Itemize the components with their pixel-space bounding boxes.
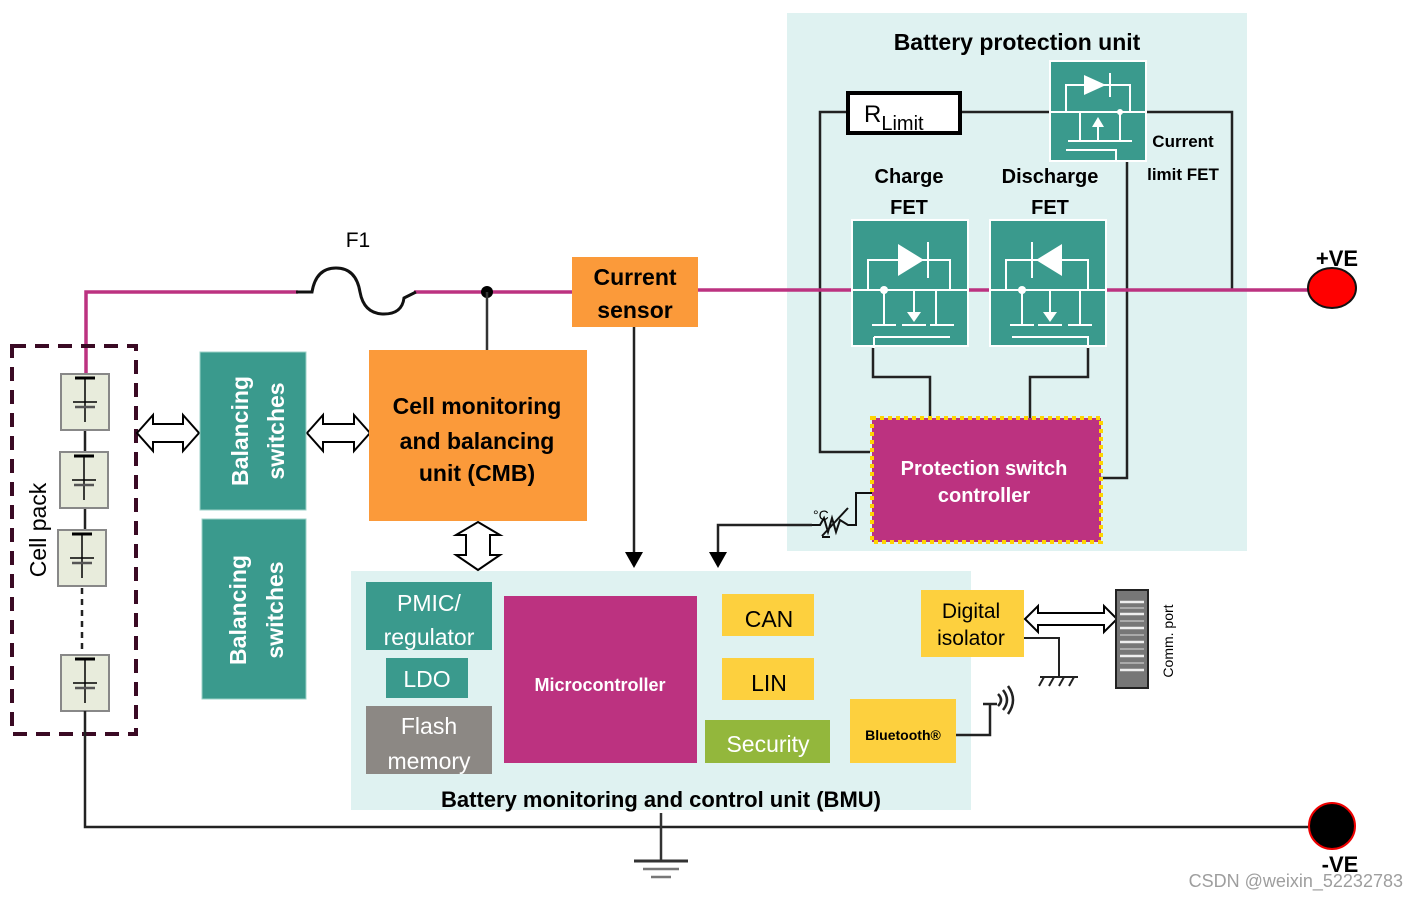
balancing-switches-1-label-2: switches (263, 382, 289, 479)
charge-fet-label-2: FET (890, 197, 928, 219)
lin-label: LIN (751, 670, 787, 696)
cell-string-wiring (80, 430, 87, 655)
cell-pack-boundary (10, 344, 138, 736)
pmic-regulator-block (366, 582, 492, 650)
cmb-label-2: and balancing (400, 428, 555, 454)
current-limit-fet-icon (1049, 60, 1147, 162)
comm-port-label: Comm. port (1160, 604, 1176, 677)
battery-cell (60, 373, 110, 431)
protection-controller-label-2: controller (938, 485, 1030, 507)
microcontroller-label: Microcontroller (534, 675, 665, 695)
pmic-label-2: regulator (384, 624, 475, 650)
positive-terminal[interactable] (1307, 267, 1357, 309)
comm-port-icon[interactable] (1115, 589, 1149, 689)
charge-fet-icon (851, 219, 969, 348)
cmb-label-3: unit (CMB) (419, 460, 535, 486)
r-limit-label: RLimit (864, 101, 924, 135)
balancing-switches-1-label-1: Balancing (227, 376, 253, 486)
cellpack-balancing-double-arrow (135, 412, 201, 454)
thermistor-icon (812, 492, 872, 538)
current-limit-fet-label-2: limit FET (1147, 165, 1219, 184)
protection-wiring (818, 110, 1234, 480)
cmb-bmu-double-arrow (452, 520, 504, 572)
ldo-block (386, 658, 468, 698)
discharge-fet-label-1: Discharge (1002, 166, 1099, 188)
antenna-icon (956, 685, 1015, 737)
bluetooth-label: Bluetooth® (865, 727, 941, 743)
balancing-switches-2-label-2: switches (262, 561, 288, 658)
balancing-cmb-double-arrow (305, 412, 372, 454)
protection-unit-title: Battery protection unit (894, 29, 1141, 55)
negative-terminal[interactable] (1308, 802, 1356, 850)
current-sensor-label-2: sensor (597, 297, 672, 323)
protection-controller-label-1: Protection switch (901, 458, 1068, 480)
current-sensor-label-1: Current (593, 264, 676, 290)
pmic-label-1: PMIC/ (397, 590, 462, 616)
flash-memory-block (366, 706, 492, 774)
balancing-switches-block-1 (199, 351, 307, 511)
flash-label-2: memory (387, 748, 471, 774)
r-limit-sub: Limit (881, 113, 924, 135)
negative-return-line (83, 711, 1310, 829)
fuse-label: F1 (346, 229, 371, 252)
battery-cell (60, 654, 110, 712)
r-limit-main: R (864, 101, 881, 128)
digital-isolator-label-1: Digital (942, 600, 1000, 623)
r-limit-resistor (846, 91, 962, 135)
cmb-label-1: Cell monitoring (393, 393, 562, 419)
positive-terminal-label: +VE (1316, 246, 1358, 271)
isolated-ground-icon (1024, 637, 1078, 687)
ldo-label: LDO (403, 666, 450, 692)
lin-block (722, 658, 814, 700)
can-label: CAN (745, 606, 794, 632)
protection-switch-controller-block (870, 416, 1103, 544)
microcontroller-block (504, 596, 697, 763)
thermistor-label: °C (813, 507, 829, 523)
watermark: CSDN @weixin_52232783 (1188, 871, 1403, 891)
flash-label-1: Flash (401, 713, 457, 739)
can-block (722, 594, 814, 636)
current-sensor-arrowhead (625, 552, 643, 568)
balancing-switches-2-label-1: Balancing (225, 555, 251, 665)
isolator-comm-double-arrow (1023, 603, 1119, 635)
balancing-switches-block-2 (201, 518, 307, 700)
thermistor-arrowhead (709, 552, 727, 568)
fuse-symbol (296, 266, 417, 316)
bluetooth-block (850, 699, 956, 763)
discharge-fet-label-2: FET (1031, 197, 1069, 219)
thermistor-wire (716, 523, 812, 560)
ground-icon (634, 813, 688, 879)
cmb-block (369, 350, 587, 521)
negative-terminal-label: -VE (1322, 852, 1359, 877)
charge-fet-label-1: Charge (875, 166, 944, 188)
battery-cell (59, 451, 109, 509)
current-limit-fet-label-1: Current (1152, 132, 1214, 151)
security-label: Security (726, 731, 810, 757)
discharge-fet-icon (989, 219, 1107, 348)
battery-cell (57, 529, 107, 587)
digital-isolator-block (921, 590, 1024, 657)
bmu-title: Battery monitoring and control unit (BMU… (441, 787, 881, 812)
cell-pack-label: Cell pack (25, 482, 51, 577)
current-sensor-block (572, 257, 698, 327)
digital-isolator-label-2: isolator (937, 627, 1005, 650)
security-block (705, 720, 830, 763)
